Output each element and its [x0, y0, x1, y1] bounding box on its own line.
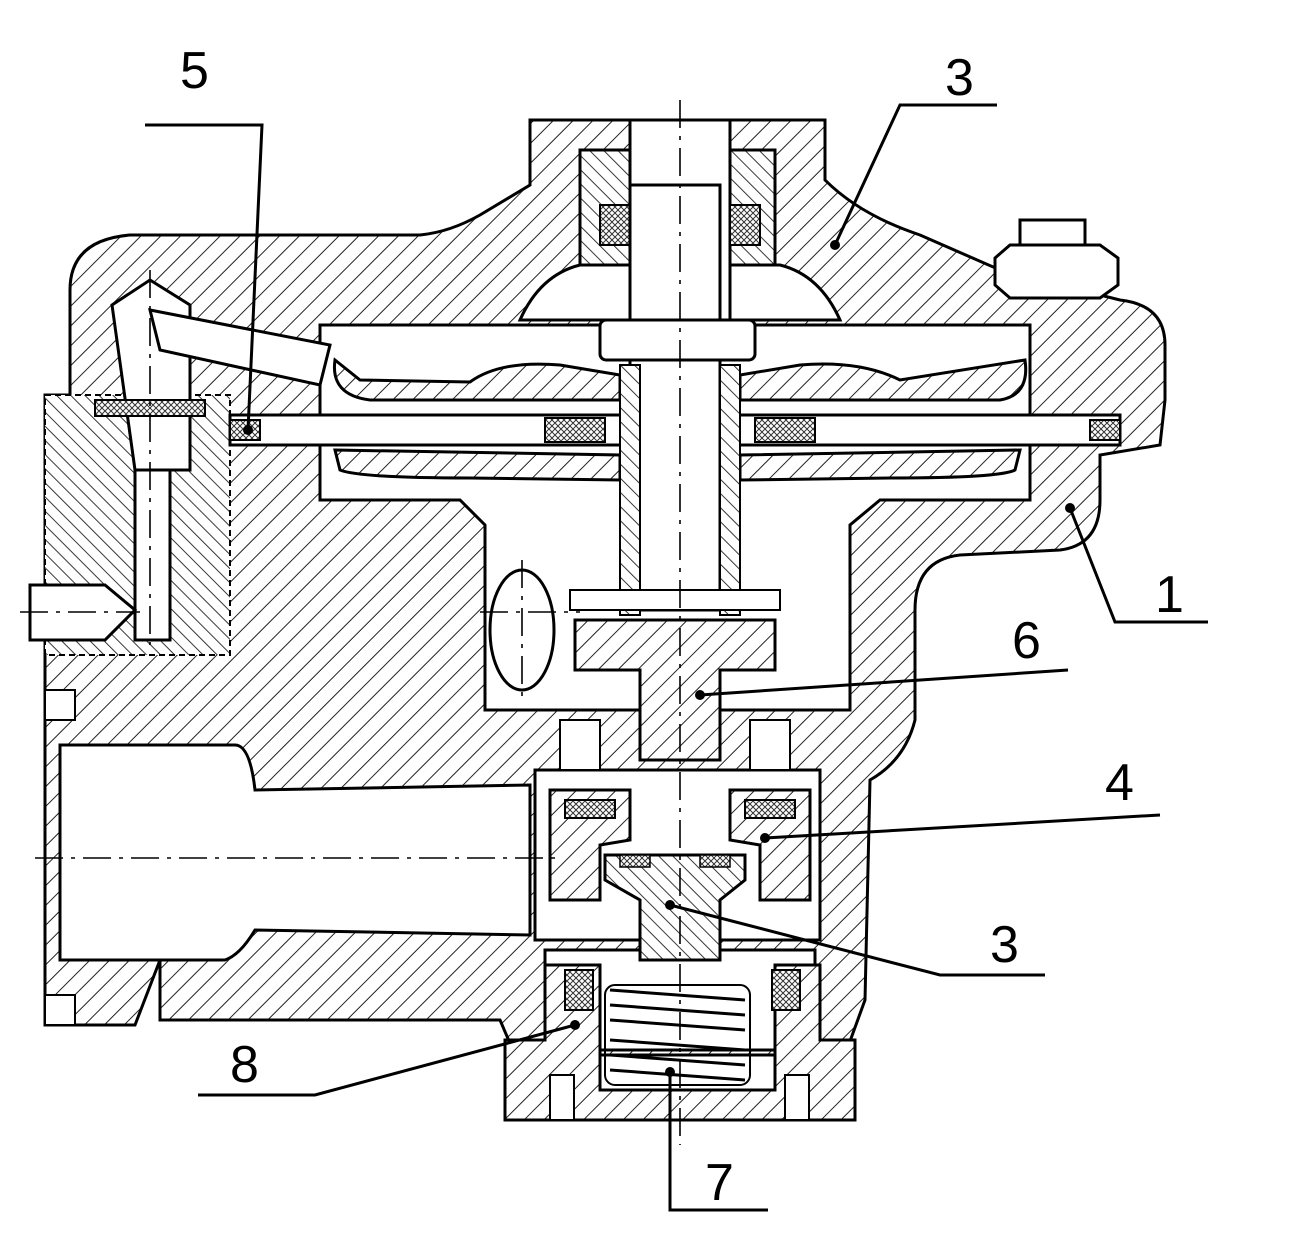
callout-4: 4	[1105, 754, 1134, 812]
central-stem	[598, 183, 757, 616]
callout-labels: 5 3 1 6 4 3 8 7	[180, 42, 1184, 1212]
callout-6: 6	[1012, 612, 1041, 670]
pilot-channel	[28, 278, 332, 1026]
callout-8: 8	[230, 1036, 259, 1094]
callout-7: 7	[705, 1154, 734, 1212]
spring-housing	[503, 963, 857, 1122]
spring-coil	[604, 984, 751, 1086]
leader-lines	[145, 103, 1208, 1212]
bolt-cap	[993, 218, 1120, 300]
center-lines	[20, 100, 681, 1145]
callout-3-bottom: 3	[990, 916, 1019, 974]
callout-1: 1	[1155, 566, 1184, 624]
leader-dots	[243, 240, 1075, 1077]
callout-3-top: 3	[945, 49, 974, 107]
callout-5: 5	[180, 42, 209, 100]
